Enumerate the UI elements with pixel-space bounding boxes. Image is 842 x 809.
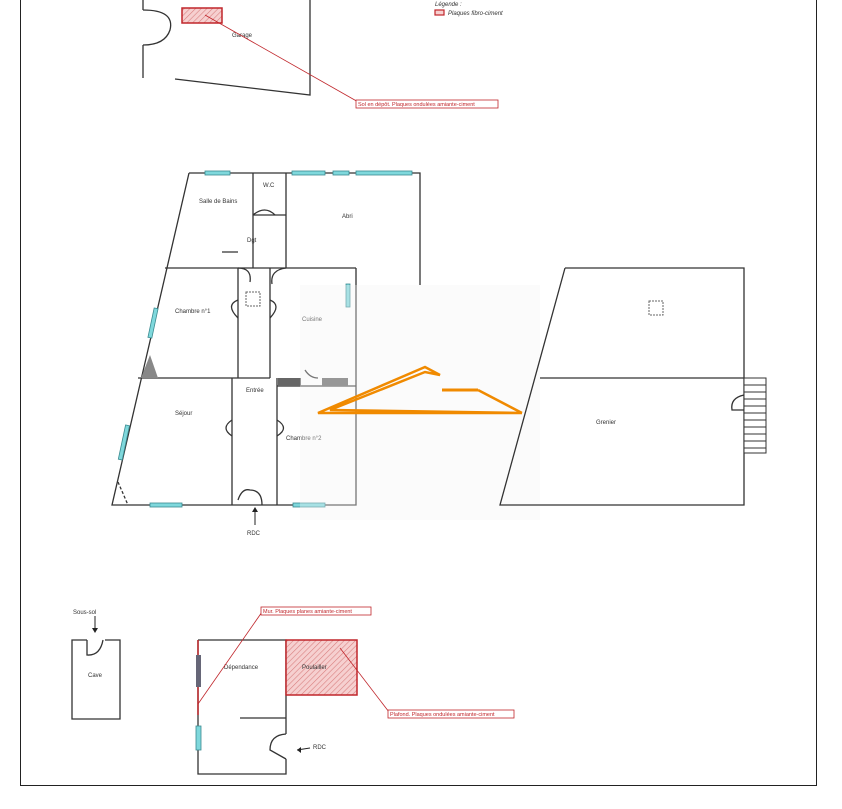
poulailler-asbestos-zone	[285, 639, 358, 696]
drawing-frame	[20, 0, 817, 786]
level-rdc-dependance: RDC	[313, 745, 327, 751]
room-grenier: Grenier	[596, 420, 616, 426]
watermark-logo	[300, 285, 540, 520]
annotation-garage: Sol en dépôt. Plaques ondulées amiante-c…	[358, 102, 475, 108]
grenier-plan: Grenier	[499, 267, 767, 506]
room-abri: Abri	[342, 214, 353, 220]
annotation-plafond: Plafond. Plaques ondulées amiante-ciment	[390, 712, 495, 718]
room-cuisine: Cuisine	[302, 317, 323, 323]
room-dependance: Dépendance	[224, 665, 259, 671]
room-wc: W.C	[263, 183, 275, 189]
legend-title: Légende :	[435, 2, 462, 8]
annotation-mur: Mur. Plaques planes amiante-ciment	[263, 609, 352, 615]
level-sous-sol: Sous-sol	[73, 610, 96, 616]
room-chambre-1: Chambre n°1	[175, 309, 211, 315]
room-entree: Entrée	[246, 388, 264, 394]
legend-swatch	[434, 9, 445, 16]
dependance-plan: Dépendance Poulailler RDC Mur. Plaques p…	[195, 606, 515, 775]
room-sejour: Séjour	[175, 411, 192, 417]
legend-item: Plaques fibro-ciment	[448, 11, 503, 17]
garage-asbestos-zone	[181, 7, 223, 24]
room-cave: Cave	[88, 673, 103, 679]
room-salle-de-bains: Salle de Bains	[199, 199, 237, 205]
legend: Légende : Plaques fibro-ciment	[434, 2, 503, 17]
main-house-plan: Salle de Bains W.C Abri Dgt Chambre n°1 …	[111, 170, 421, 537]
level-rdc: RDC	[247, 531, 261, 537]
room-dgt: Dgt	[247, 238, 257, 244]
room-chambre-2: Chambre n°2	[286, 436, 322, 442]
garage-plan: Garage Sol en dépôt. Plaques ondulées am…	[142, 0, 499, 109]
staircase	[743, 377, 767, 454]
room-poulailler: Poulailler	[302, 665, 327, 671]
cave-plan: Sous-sol Cave	[71, 610, 121, 720]
